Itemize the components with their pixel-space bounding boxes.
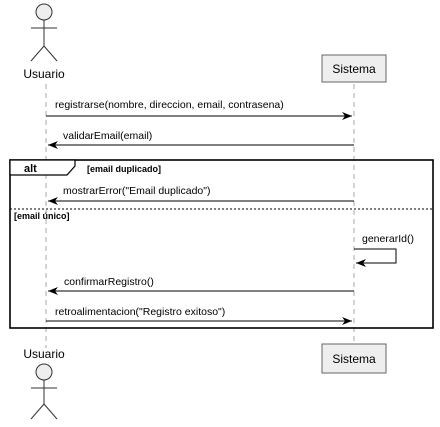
message-label: retroalimentacion("Registro exitoso") xyxy=(55,306,225,318)
message-generar-id: generarId() xyxy=(354,233,414,267)
message-mostrar-error: mostrarError("Email duplicado") xyxy=(48,185,354,205)
message-label: mostrarError("Email duplicado") xyxy=(63,185,211,197)
message-validar-email: validarEmail(email) xyxy=(48,130,354,149)
fragment-guard-2: [email único] xyxy=(14,211,70,221)
fragment-operator: alt xyxy=(24,163,37,175)
participant-sistema-top: Sistema xyxy=(321,54,387,83)
message-retroalimentacion: retroalimentacion("Registro exitoso") xyxy=(46,306,352,325)
alt-fragment: alt [email duplicado] [email único] xyxy=(9,159,434,329)
message-confirmar-registro: confirmarRegistro() xyxy=(48,276,354,295)
actor-usuario-bottom: Usuario xyxy=(23,347,65,420)
message-registrarse: registrarse(nombre, direccion, email, co… xyxy=(46,99,352,120)
actor-icon xyxy=(30,3,58,62)
message-label: generarId() xyxy=(362,233,414,245)
actor-usuario-top: Usuario xyxy=(23,3,65,81)
actor-icon xyxy=(30,363,58,420)
participant-sistema-label: Sistema xyxy=(332,352,376,366)
fragment-guard-1: [email duplicado] xyxy=(87,164,161,174)
message-label: confirmarRegistro() xyxy=(64,276,154,288)
actor-usuario-label: Usuario xyxy=(23,67,65,81)
actor-usuario-label: Usuario xyxy=(23,347,65,361)
participant-sistema-bottom: Sistema xyxy=(321,343,387,374)
message-label: registrarse(nombre, direccion, email, co… xyxy=(55,99,284,111)
message-label: validarEmail(email) xyxy=(63,130,152,142)
participant-sistema-label: Sistema xyxy=(332,62,376,76)
